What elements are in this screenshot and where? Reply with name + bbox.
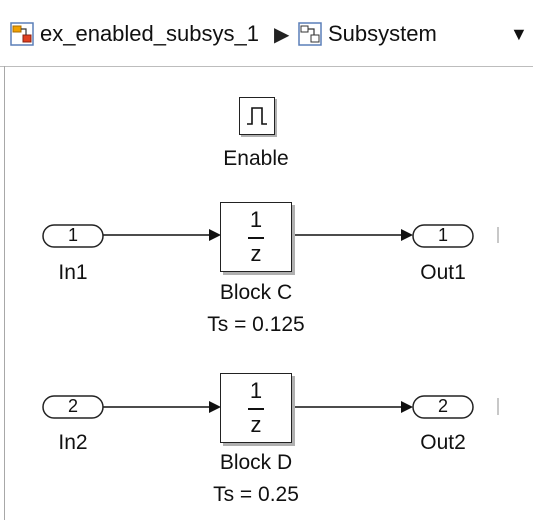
outport-2-number: 2 <box>437 396 448 416</box>
inport-2-number: 2 <box>67 396 78 416</box>
outport-2-shape <box>412 395 474 419</box>
arrowhead-out2 <box>401 401 413 413</box>
subsystem-icon <box>298 22 322 46</box>
block-c-unit-delay[interactable]: 1 z <box>220 202 292 272</box>
block-d-name: Block D <box>219 451 293 474</box>
inport-1-shape <box>42 224 104 248</box>
arrowhead-out1 <box>401 229 413 241</box>
block-c-denominator: z <box>250 241 262 266</box>
block-d-numerator: 1 <box>249 378 263 403</box>
signal-lines <box>42 224 499 419</box>
inport-2-shape <box>42 395 104 419</box>
model-icon <box>10 22 34 46</box>
breadcrumb-subsystem[interactable]: Subsystem <box>298 20 437 48</box>
outport-1-label: Out1 <box>420 261 466 284</box>
breadcrumb-model[interactable]: ex_enabled_subsys_1 <box>10 20 259 48</box>
breadcrumb-separator-icon: ▶ <box>274 24 290 46</box>
block-c-sample-time: Ts = 0.125 <box>207 313 305 336</box>
diagram-canvas[interactable]: Enable 1 In1 2 In2 1 Out1 2 Out2 1 z Blo… <box>5 67 533 520</box>
chevron-down-icon[interactable]: ▼ <box>510 24 528 44</box>
outport-2-label: Out2 <box>420 431 466 454</box>
inport-2-label: In2 <box>58 431 88 454</box>
block-c-name: Block C <box>219 281 293 304</box>
block-d-sample-time: Ts = 0.25 <box>213 483 299 506</box>
block-d-unit-delay[interactable]: 1 z <box>220 373 292 443</box>
inport-1-number: 1 <box>67 225 78 245</box>
block-c-fraction-line <box>248 237 264 239</box>
outport-1-number: 1 <box>437 225 448 245</box>
canvas-left-border <box>4 66 5 520</box>
enable-label: Enable <box>223 147 289 170</box>
arrowhead-in1 <box>209 229 221 241</box>
outport-1-shape <box>412 224 474 248</box>
pulse-icon <box>247 107 267 125</box>
block-d-fraction-line <box>248 408 264 410</box>
arrowhead-in2 <box>209 401 221 413</box>
breadcrumb-subsystem-label: Subsystem <box>328 21 437 46</box>
block-d-denominator: z <box>250 412 262 437</box>
breadcrumb-model-label: ex_enabled_subsys_1 <box>40 21 259 46</box>
breadcrumb: ex_enabled_subsys_1 ▶ Subsystem ▼ <box>0 0 533 67</box>
enable-port-block[interactable] <box>239 97 275 135</box>
inport-1-label: In1 <box>58 261 88 284</box>
block-c-numerator: 1 <box>249 207 263 232</box>
